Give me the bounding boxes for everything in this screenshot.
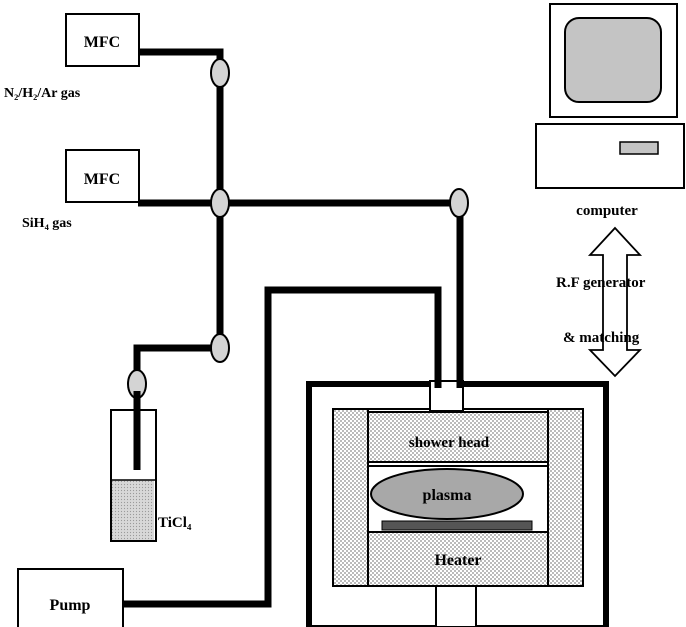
drive-slot — [619, 141, 659, 155]
shower-head-label: shower head — [409, 435, 490, 451]
shower-head — [367, 411, 549, 463]
left-wall — [332, 408, 369, 587]
valve-top — [210, 58, 230, 88]
computer — [535, 3, 685, 189]
mfc-mid-label: MFC — [84, 171, 120, 188]
heater-label: Heater — [434, 552, 481, 569]
wafer — [381, 520, 533, 531]
rf-label-line2: & matching — [563, 330, 640, 346]
valve-lower — [210, 333, 230, 363]
valve-right — [449, 188, 469, 218]
right-wall — [547, 408, 584, 587]
plasma-label: plasma — [423, 487, 472, 504]
computer-case — [535, 123, 685, 189]
valves — [127, 58, 469, 399]
ticl4-tank — [110, 391, 157, 542]
monitor-screen — [564, 17, 662, 103]
tank-liquid — [112, 480, 154, 541]
gas-top-label: N₂/H₂/Ar gas — [4, 86, 81, 101]
tank-label: TiCl₄ — [158, 515, 192, 531]
pump-label: Pump — [50, 597, 91, 614]
line-pump — [123, 286, 442, 608]
plasma — [370, 468, 524, 520]
rf-double-arrow — [587, 226, 643, 378]
reactor-chamber — [306, 380, 609, 627]
pump-box: Pump — [17, 568, 124, 627]
mfc-top-label: MFC — [84, 34, 120, 51]
line-mfc-top — [138, 48, 224, 76]
mfc-top-box: MFC — [65, 13, 140, 67]
bottom-shaft — [435, 585, 477, 627]
mfc-mid-box: MFC — [65, 149, 140, 203]
gas-mid-label: SiH₄ gas — [22, 216, 72, 231]
rf-label-line1: R.F generator — [556, 275, 646, 291]
valve-junction — [210, 188, 230, 218]
computer-label: computer — [576, 203, 638, 219]
heater — [367, 531, 549, 587]
line-mfc-mid — [138, 199, 464, 388]
